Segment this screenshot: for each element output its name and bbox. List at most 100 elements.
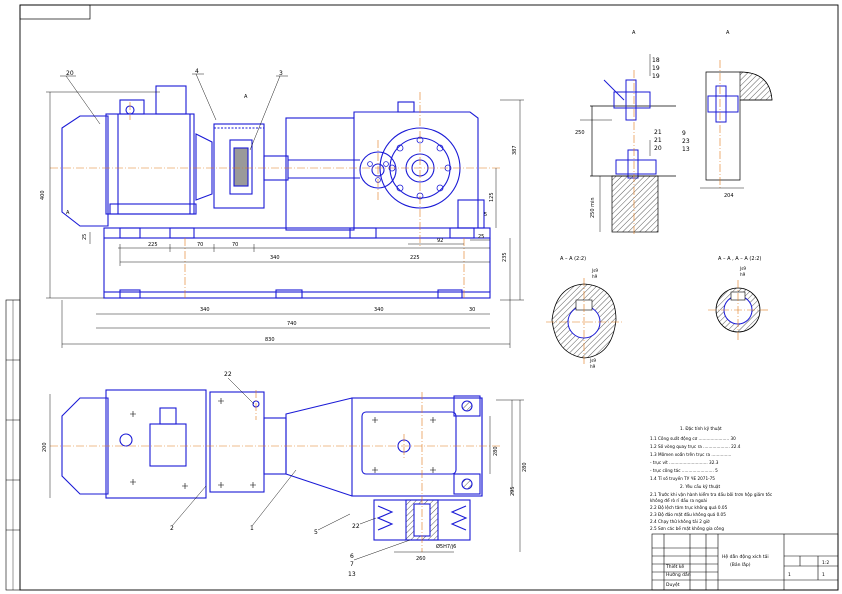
dim-387: 387 bbox=[512, 145, 518, 155]
dim-295: 295 bbox=[510, 486, 516, 496]
notes-heading-2: 2. Yêu cầu kỹ thuật bbox=[680, 484, 720, 489]
position-1: 1 bbox=[250, 525, 254, 532]
dim-204: 204 bbox=[724, 193, 734, 199]
notes-line-1-3: 1.3 Mômen xoắn trên trục ra ............… bbox=[650, 452, 731, 457]
fit-h9-c: h9 bbox=[590, 364, 596, 369]
title-row-designer: Thiết kế bbox=[665, 563, 684, 570]
plan-view bbox=[61, 389, 483, 541]
drawing-frame bbox=[5, 4, 839, 591]
dim-25-right: 25 bbox=[478, 234, 484, 240]
leaders-top bbox=[60, 73, 288, 151]
dim-5: 5 bbox=[484, 212, 487, 218]
dim-740: 740 bbox=[287, 321, 297, 327]
dim-250: 250 bbox=[575, 130, 585, 136]
section-mark-a-left: A bbox=[66, 210, 70, 216]
dim-125: 125 bbox=[489, 192, 495, 202]
fit-js9-b: Js9 bbox=[739, 266, 746, 271]
position-9: 9 bbox=[682, 130, 686, 137]
dim-400: 400 bbox=[40, 190, 46, 200]
position-7: 7 bbox=[350, 561, 354, 568]
view-a-right-label: А bbox=[726, 30, 730, 36]
view-a-left-label: А bbox=[632, 30, 636, 36]
front-elevation-view bbox=[61, 85, 491, 299]
notes-heading-1: 1. Đặc tính kỹ thuật bbox=[680, 426, 722, 431]
dim-225-left: 225 bbox=[148, 242, 158, 248]
position-22-bottom: 22 bbox=[352, 523, 360, 530]
base-frame bbox=[103, 227, 491, 299]
dim-340-a: 340 bbox=[200, 307, 210, 313]
title-name-line2: (Bản lắp) bbox=[730, 561, 751, 568]
axis-lines-plan bbox=[50, 390, 500, 552]
section-aaa-label: А – А , А – А (2:2) bbox=[718, 256, 761, 262]
position-13: 13 bbox=[348, 571, 356, 578]
notes-line-1-4: - trục vít .............................… bbox=[650, 460, 719, 465]
position-4: 4 bbox=[195, 68, 199, 75]
title-row-approved: Duyệt bbox=[666, 581, 680, 588]
dim-92: 92 bbox=[437, 238, 443, 244]
position-21-b: 21 bbox=[654, 137, 662, 144]
position-2: 2 bbox=[170, 525, 174, 532]
position-21-a: 21 bbox=[654, 129, 662, 136]
section-a-a: А – А (2:2) Js9 h9 bbox=[546, 256, 624, 364]
position-22-top: 22 bbox=[224, 371, 232, 378]
worm-gearbox bbox=[263, 101, 485, 231]
dim-25-left: 25 bbox=[82, 234, 88, 240]
position-5: 5 bbox=[314, 529, 318, 536]
dimension-lines-plan bbox=[49, 377, 524, 561]
axis-lines-top bbox=[50, 92, 500, 300]
fit-o5h7: Ø5H7/j6 bbox=[436, 543, 456, 550]
notes-line-2-4: 2.3 Độ đảo mặt đầu không quá 0.05 bbox=[650, 512, 726, 517]
section-a-a-a: А – А , А – А (2:2) Js9 h9 Js9 h9 bbox=[589, 256, 768, 369]
position-19-a: 19 bbox=[652, 65, 660, 72]
coupling bbox=[213, 123, 265, 209]
notes-line-1-2: 1.2 Số vòng quay trục ra ...............… bbox=[650, 444, 741, 449]
dim-280-b: 280 bbox=[522, 462, 528, 472]
title-sheet: 1 bbox=[788, 572, 791, 578]
dim-235: 235 bbox=[502, 252, 508, 262]
title-row-advisor: Hướng dẫn bbox=[666, 571, 691, 578]
position-19-b: 19 bbox=[652, 73, 660, 80]
fit-js9-c: Js9 bbox=[589, 358, 596, 363]
notes-line-1-6: 1.4 Tỉ số truyền ТУ ЧЕ 2071-75 bbox=[650, 476, 715, 481]
dim-340-upper: 340 bbox=[270, 255, 280, 261]
dim-260: 260 bbox=[416, 556, 426, 562]
notes-line-2-1: 2.1 Trước khi vận hành kiểm tra dầu bôi … bbox=[650, 492, 773, 497]
view-a-right: А 204 9 23 13 bbox=[682, 30, 773, 199]
title-block bbox=[651, 533, 839, 591]
notes-line-2-2: không để rò rỉ dầu ra ngoài bbox=[650, 498, 707, 503]
dim-250-min: 250 min bbox=[590, 197, 596, 218]
gear-teeth bbox=[367, 136, 452, 200]
title-name-line1: Hệ dẫn động xích tải bbox=[722, 553, 769, 560]
position-20-top: 20 bbox=[66, 70, 74, 77]
fit-h9-b: h9 bbox=[740, 272, 746, 277]
plus-marks bbox=[130, 398, 436, 489]
notes-line-2-3: 2.2 Độ lệch tâm trục không quá 0.05 bbox=[650, 505, 728, 510]
position-20-section: 20 bbox=[654, 145, 662, 152]
title-sheets: 1 bbox=[822, 572, 825, 578]
dimension-lines-top bbox=[46, 91, 524, 348]
position-18: 18 bbox=[652, 57, 660, 64]
notes-line-2-5: 2.4 Chạy thử không tải 2 giờ bbox=[650, 519, 710, 524]
dim-200-plan: 200 bbox=[42, 442, 48, 452]
dim-340-b: 340 bbox=[374, 307, 384, 313]
fit-h9-a: h9 bbox=[592, 274, 598, 279]
notes-line-2-6: 2.5 Sơn các bề mặt không gia công bbox=[650, 526, 724, 531]
dim-280-a: 280 bbox=[493, 446, 499, 456]
technical-notes: 1. Đặc tính kỹ thuật 1.1 Công suất động … bbox=[650, 426, 773, 531]
position-6: 6 bbox=[350, 553, 354, 560]
section-mark-a-top: A bbox=[244, 94, 248, 100]
notes-line-1-5: - trục công tác ........................… bbox=[650, 468, 718, 473]
position-3: 3 bbox=[279, 70, 283, 77]
position-23: 23 bbox=[682, 138, 690, 145]
dimension-text-top: 400 25 225 70 70 340 225 92 25 235 340 3… bbox=[40, 94, 518, 343]
dim-30: 30 bbox=[469, 307, 475, 313]
position-13-section: 13 bbox=[682, 146, 690, 153]
electric-motor bbox=[61, 85, 213, 227]
dim-225-right: 225 bbox=[410, 255, 420, 261]
notes-line-1-1: 1.1 Công suất động cơ ..................… bbox=[650, 436, 736, 441]
dim-70-b: 70 bbox=[232, 242, 238, 248]
dim-830: 830 bbox=[265, 337, 275, 343]
title-scale: 1:2 bbox=[822, 560, 829, 566]
fit-js9-a: Js9 bbox=[591, 268, 598, 273]
